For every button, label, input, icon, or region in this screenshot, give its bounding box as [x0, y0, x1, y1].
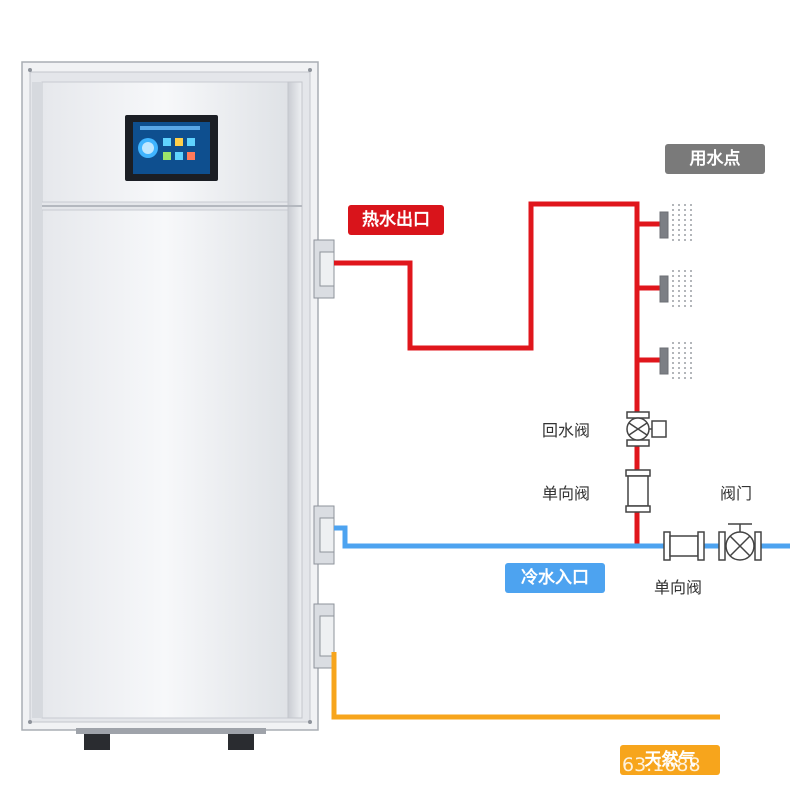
gate-valve-icon: [718, 523, 762, 561]
cold-water-pipe: [334, 525, 790, 549]
hot-water-pipe: [334, 201, 640, 546]
gas-pipe: [331, 652, 720, 720]
outlet-branches: [637, 221, 660, 363]
check-valve-lower-icon: [663, 531, 705, 561]
shower-head-icon: [659, 211, 669, 375]
water-spray: [672, 204, 692, 382]
natural-gas-tag: 天然气: [620, 745, 720, 775]
use-point-tag: 用水点: [665, 144, 765, 174]
cold-water-inlet-tag: 冷水入口: [505, 563, 605, 593]
check-valve-upper-label: 单向阀: [542, 484, 591, 503]
return-valve-label: 回水阀: [542, 421, 591, 440]
watermark: 63.1688: [622, 754, 701, 776]
hot-water-outlet-tag: 热水出口: [348, 205, 444, 235]
control-panel-icon: [125, 115, 218, 181]
valve-label: 阀门: [720, 484, 753, 503]
return-valve-icon: [626, 411, 667, 447]
pipe-connectors: [313, 239, 335, 669]
check-valve-lower-label: 单向阀: [654, 578, 703, 597]
check-valve-icon: [625, 469, 651, 513]
